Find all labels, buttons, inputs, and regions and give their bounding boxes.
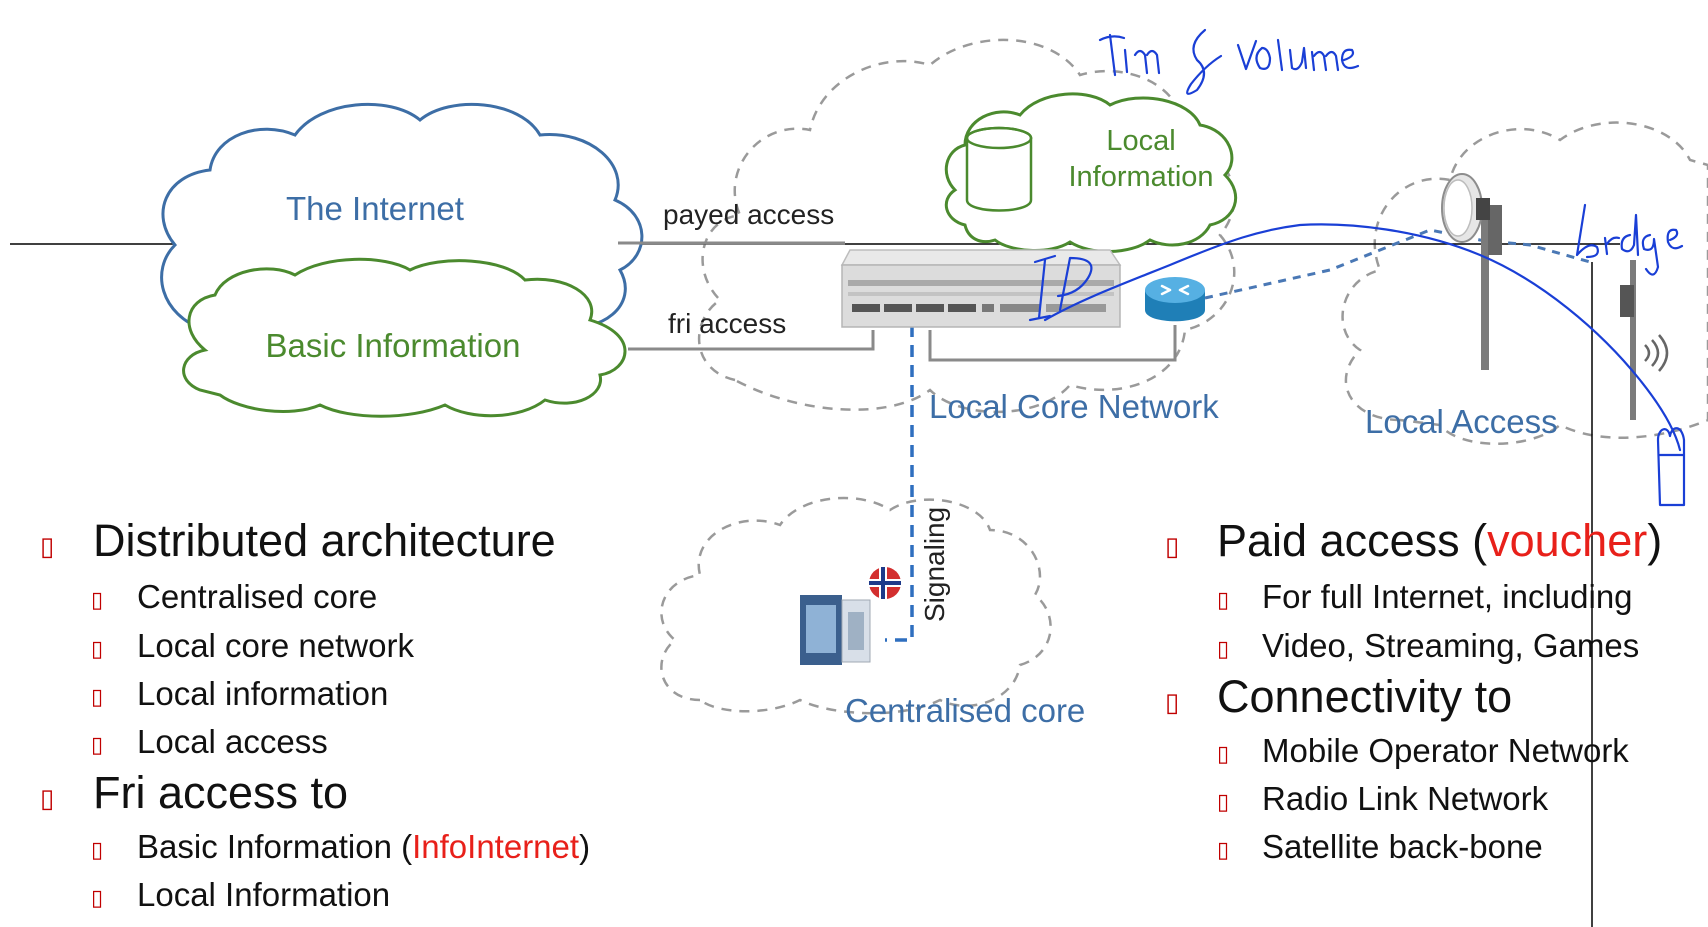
router-icon: [1145, 277, 1205, 322]
sub-item-local-access: Local access: [137, 723, 328, 760]
bullet-icon: ▯: [1217, 636, 1229, 661]
handwriting-bridge-arc: [1043, 223, 1682, 452]
server-icon: [800, 595, 871, 665]
sub-item-text: Basic Information (: [137, 828, 412, 865]
list-item-distributed-architecture: Distributed architecture: [93, 515, 556, 566]
payed-access-label: payed access: [663, 199, 834, 230]
handwriting-top-note: [1098, 28, 1360, 95]
bullet-icon: ▯: [91, 732, 103, 757]
handwriting-ip-note: [1028, 254, 1093, 322]
right-bullet-list: ▯ Paid access (voucher) ▯ For full Inter…: [1165, 515, 1662, 865]
basic-information-label: Basic Information: [266, 327, 521, 364]
local-access-label: Local Access: [1365, 403, 1558, 440]
handwriting-bridge-note: [1575, 203, 1684, 276]
bullet-icon: ▯: [91, 587, 103, 612]
list-item-text: Paid access (: [1217, 515, 1487, 566]
local-information-label-line1: Local: [1106, 125, 1175, 157]
fri-access-line: [628, 330, 875, 351]
sub-item-video-streaming: Video, Streaming, Games: [1262, 627, 1639, 664]
infointernet-highlight: InfoInternet: [412, 828, 579, 865]
sub-item-basic-information: Basic Information (InfoInternet): [137, 828, 590, 865]
fri-access-label: fri access: [668, 308, 786, 339]
sub-item-local-core-network: Local core network: [137, 627, 414, 664]
bullet-icon: ▯: [1165, 531, 1179, 561]
bullet-icon: ▯: [40, 531, 54, 561]
list-item-connectivity-to: Connectivity to: [1217, 671, 1512, 722]
network-switch-icon: [840, 249, 1122, 328]
database-icon: [965, 126, 1033, 212]
signaling-line: [885, 325, 914, 642]
sub-item-satellite: Satellite back-bone: [1262, 828, 1543, 865]
list-item-fri-access-to: Fri access to: [93, 767, 348, 818]
local-information-label-line2: Information: [1068, 161, 1213, 193]
sub-item-local-information-2: Local Information: [137, 876, 390, 913]
bullet-icon: ▯: [1217, 789, 1229, 814]
bullet-icon: ▯: [40, 783, 54, 813]
sub-item-text: ): [579, 828, 590, 865]
list-item-text: ): [1647, 515, 1662, 566]
bullet-icon: ▯: [91, 636, 103, 661]
bullet-icon: ▯: [91, 837, 103, 862]
sub-item-radio-link: Radio Link Network: [1262, 780, 1549, 817]
sub-item-mobile-operator: Mobile Operator Network: [1262, 732, 1629, 769]
left-bullet-list: ▯ Distributed architecture ▯ Centralised…: [40, 515, 590, 913]
centralised-core-label: Centralised core: [845, 692, 1085, 729]
norway-flag-icon: [869, 567, 901, 599]
handwriting-finger-sketch: [1656, 427, 1686, 507]
basic-information-cloud: [182, 257, 627, 418]
switch-router-link: [928, 325, 1177, 362]
sub-item-local-information: Local information: [137, 675, 388, 712]
local-access-cloud: [1341, 121, 1708, 445]
dish-antenna-icon: [1441, 173, 1502, 370]
bullet-icon: ▯: [91, 885, 103, 910]
bullet-icon: ▯: [1217, 587, 1229, 612]
bullet-icon: ▯: [91, 684, 103, 709]
sub-item-full-internet: For full Internet, including: [1262, 578, 1633, 615]
voucher-highlight: voucher: [1487, 515, 1647, 566]
bullet-icon: ▯: [1217, 741, 1229, 766]
bullet-icon: ▯: [1217, 837, 1229, 862]
internet-label: The Internet: [286, 190, 464, 227]
local-core-network-label: Local Core Network: [929, 388, 1219, 425]
signaling-label: Signaling: [919, 507, 950, 622]
list-item-paid-access: Paid access (voucher): [1217, 515, 1662, 566]
sub-item-centralised-core: Centralised core: [137, 578, 377, 615]
bullet-icon: ▯: [1165, 687, 1179, 717]
cell-antenna-icon: [1620, 260, 1669, 420]
